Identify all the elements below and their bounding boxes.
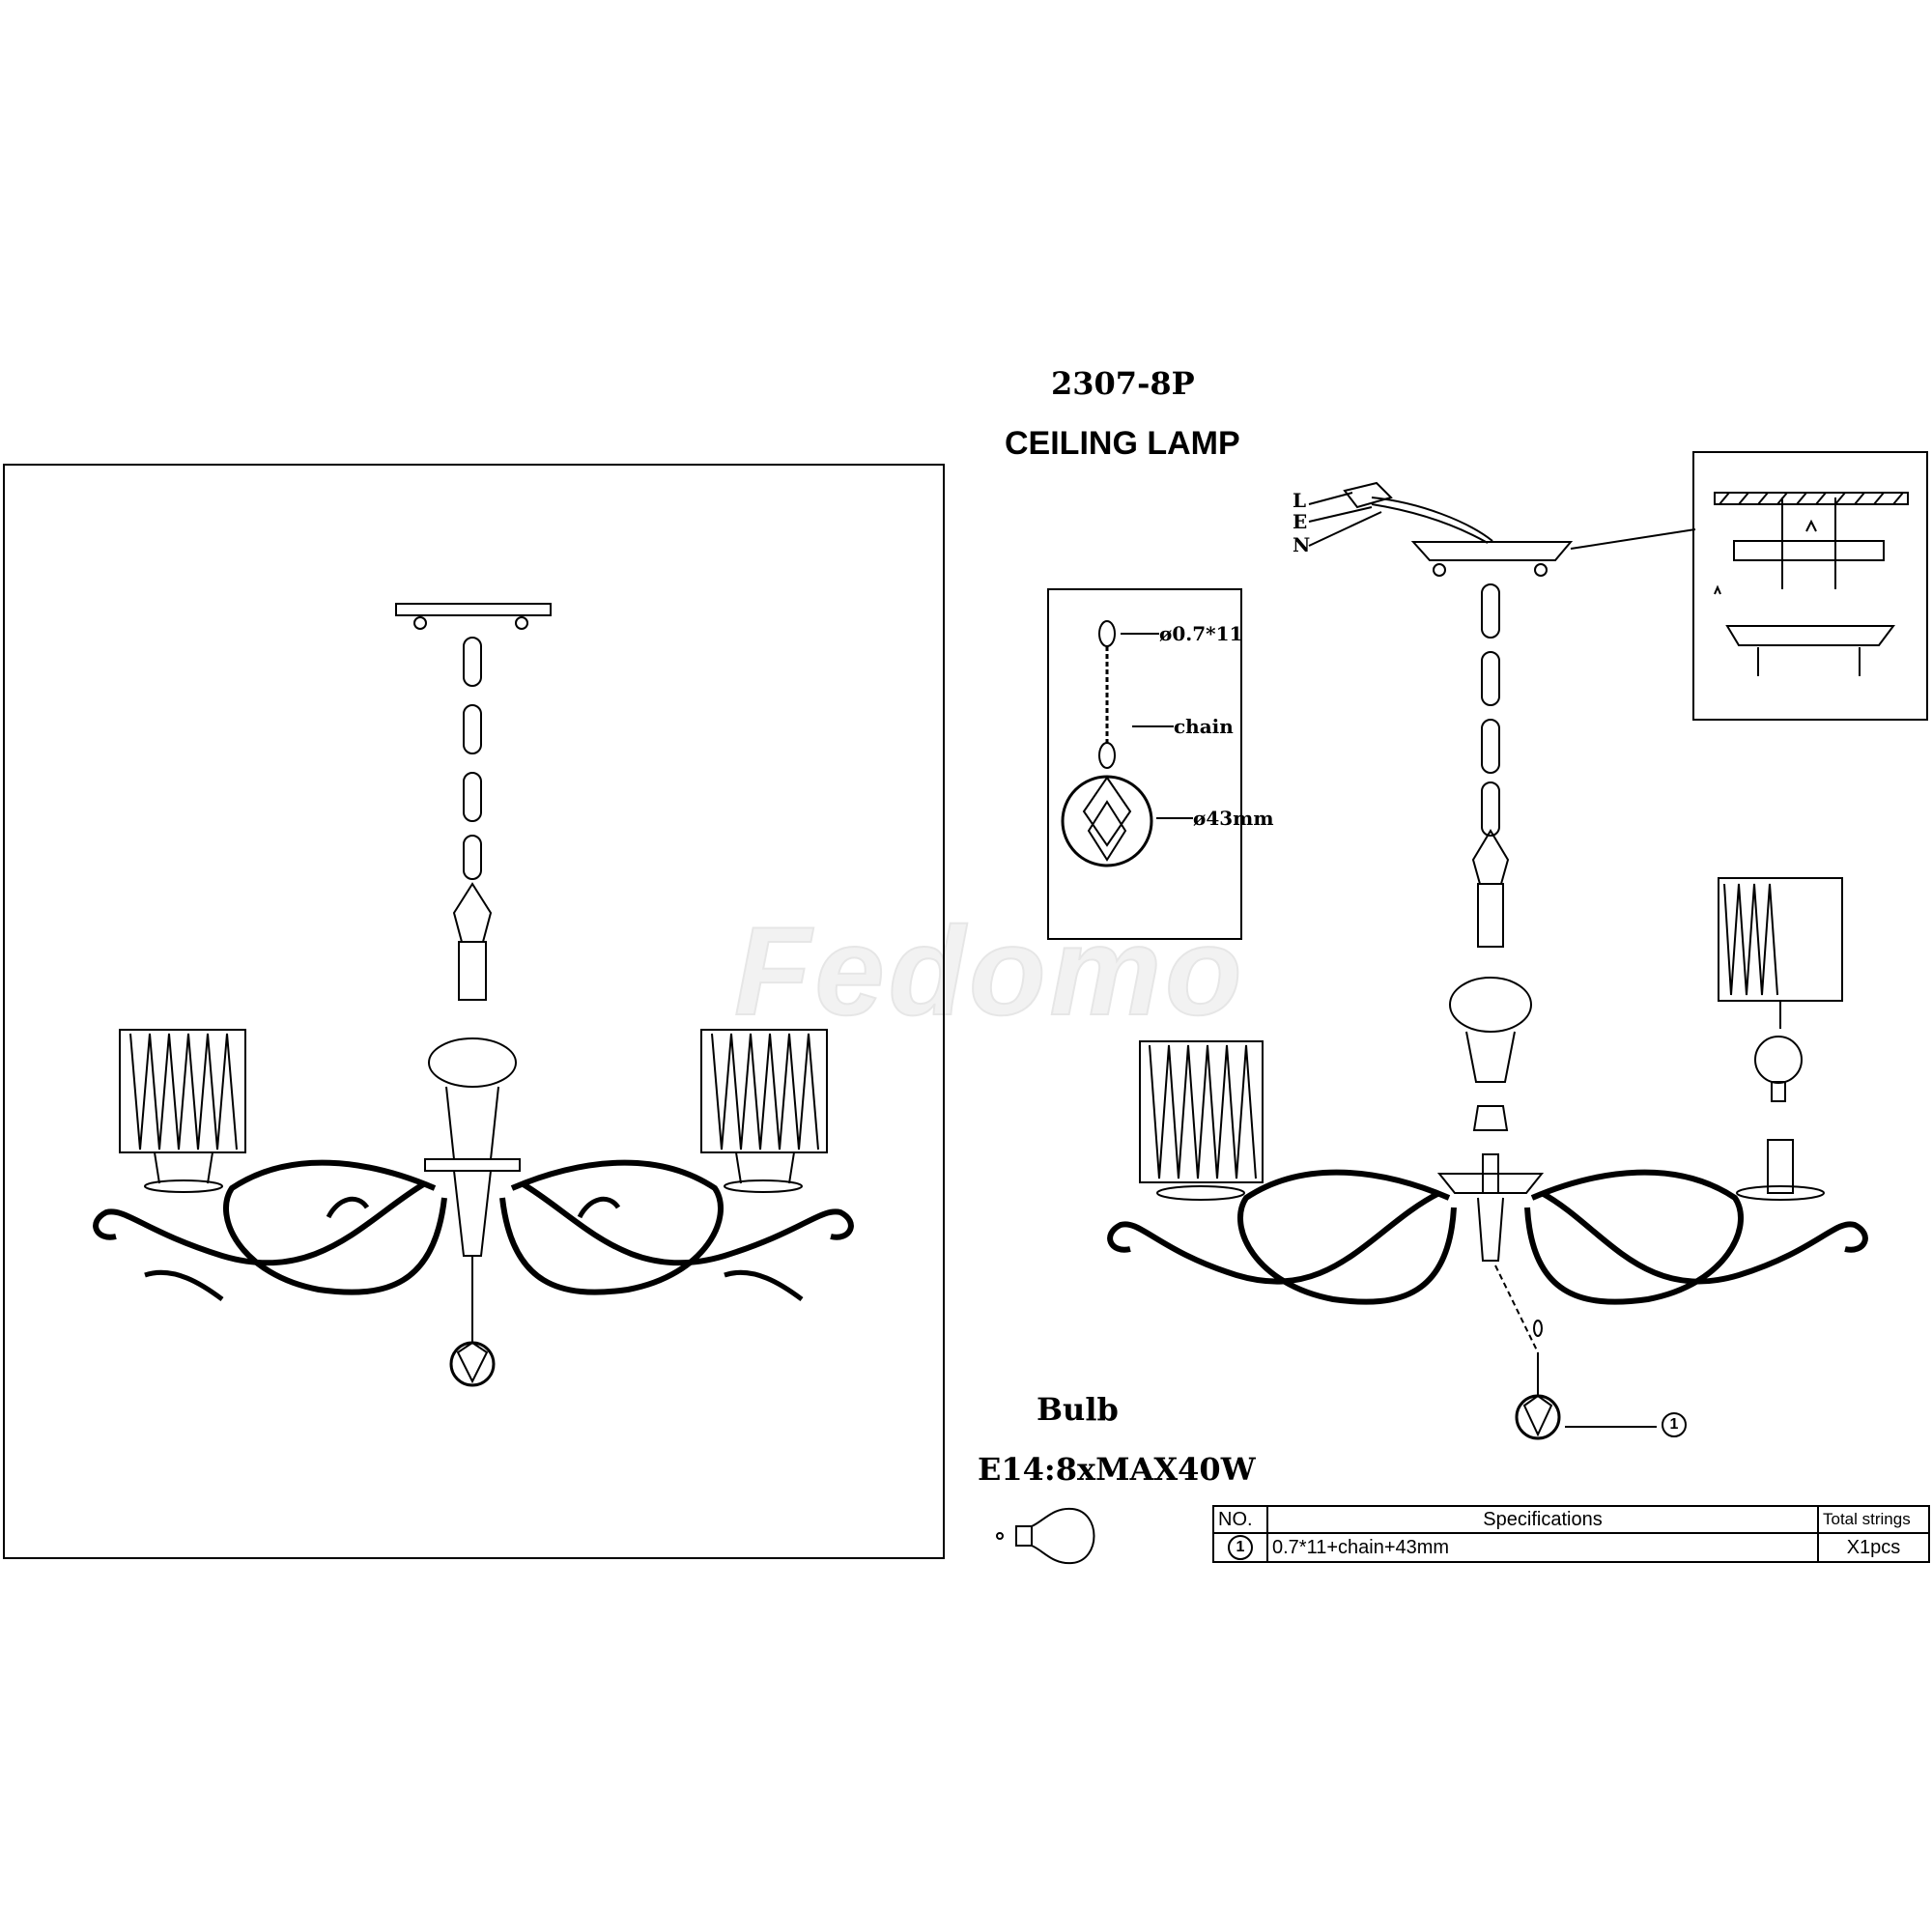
ring-label: ø0.7*11 xyxy=(1159,622,1243,645)
wire-label-e: E xyxy=(1293,510,1308,533)
bulb-spec: E14:8xMAX40W xyxy=(978,1451,1256,1488)
chandelier-assembled xyxy=(93,603,854,1387)
wire-label-l: L xyxy=(1293,489,1307,512)
header-total: Total strings xyxy=(1817,1505,1930,1534)
wire-label-n: N xyxy=(1293,533,1311,556)
watermark: Fedomo xyxy=(733,899,1246,1042)
chain-label: chain xyxy=(1174,715,1234,738)
bulb-icon xyxy=(996,1507,1095,1565)
row-qty: X1pcs xyxy=(1817,1532,1930,1563)
row-no: 1 xyxy=(1228,1535,1253,1560)
ball-label: ø43mm xyxy=(1193,807,1274,830)
page-title: CEILING LAMP xyxy=(1005,425,1240,462)
header-no: NO. xyxy=(1212,1505,1268,1534)
callout-number: 1 xyxy=(1662,1412,1687,1437)
left-frame xyxy=(3,464,945,1559)
chandelier-exploded xyxy=(1107,451,1928,1440)
table-row: 1 0.7*11+chain+43mm X1pcs xyxy=(1212,1532,1930,1563)
part-callout: 1 xyxy=(1662,1412,1687,1437)
bulb-heading: Bulb xyxy=(1037,1391,1119,1428)
table-header-row: NO. Specifications Total strings xyxy=(1212,1505,1930,1534)
chain xyxy=(463,637,482,880)
inset-frame xyxy=(1047,588,1242,940)
row-spec: 0.7*11+chain+43mm xyxy=(1266,1532,1819,1563)
ceiling-mount-detail-frame xyxy=(1692,451,1928,721)
pendant-detail xyxy=(1061,620,1193,867)
model-number: 2307-8P xyxy=(1051,365,1195,402)
parts-table: NO. Specifications Total strings 1 0.7*1… xyxy=(1212,1505,1930,1563)
header-spec: Specifications xyxy=(1266,1505,1819,1534)
